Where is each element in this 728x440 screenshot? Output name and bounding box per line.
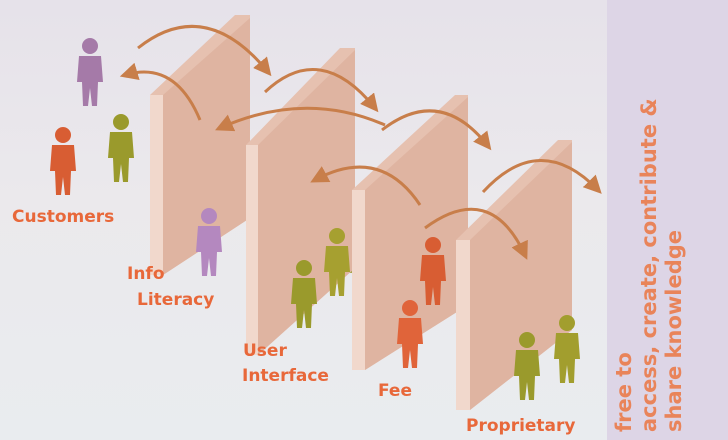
side-panel	[607, 0, 728, 440]
label-fee: Fee	[378, 381, 412, 401]
wall-info-literacy	[150, 15, 250, 275]
label-info: Info	[127, 264, 165, 284]
person-customer-orange	[50, 127, 76, 195]
side-line-1: free to	[612, 352, 636, 432]
arrow-8	[424, 207, 528, 260]
side-line-2: access, create, contribute &	[637, 98, 661, 432]
arrow-4	[215, 106, 386, 132]
label-proprietary: Proprietary	[466, 416, 576, 436]
wall-proprietary	[456, 140, 572, 410]
arrow-1	[137, 24, 272, 77]
label-user: User	[243, 341, 287, 361]
label-literacy: Literacy	[137, 290, 215, 310]
label-interface: Interface	[242, 366, 329, 386]
side-panel-text: free to access, create, contribute & sha…	[612, 12, 687, 432]
arrow-6	[310, 165, 422, 206]
arrow-2	[119, 62, 202, 121]
arrow-5	[381, 109, 492, 151]
person-customer-purple	[77, 38, 103, 106]
arrow-3	[263, 68, 379, 113]
person-customer-olive	[108, 114, 134, 182]
label-customers: Customers	[12, 207, 115, 227]
side-line-3: share knowledge	[662, 229, 686, 432]
flow-arrows	[119, 24, 602, 260]
arrow-7	[481, 159, 602, 194]
